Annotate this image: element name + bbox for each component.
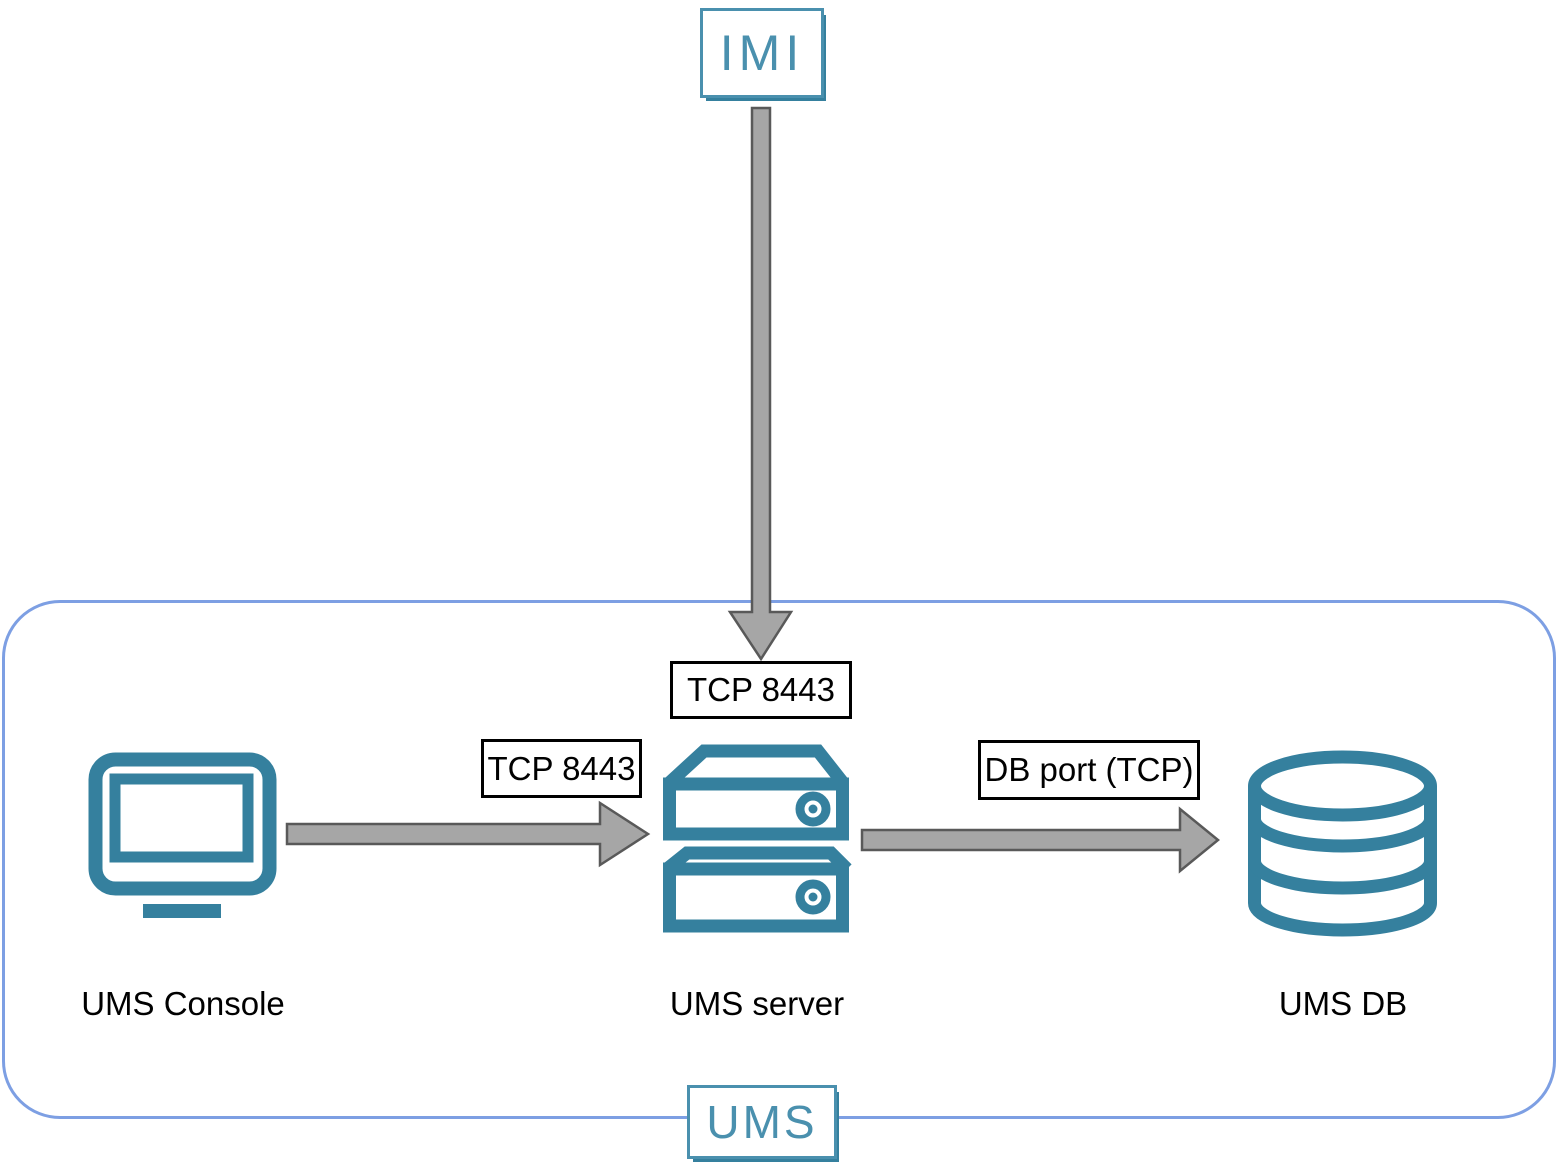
imi-node-label: IMI [719,25,805,81]
port-label-console-server: TCP 8443 [481,739,642,798]
caption-ums-server: UMS server [669,985,845,1022]
port-label-text: TCP 8443 [687,671,835,708]
caption-ums-db: UMS DB [1278,985,1408,1022]
port-label-text: DB port (TCP) [984,751,1194,788]
port-label-server-db: DB port (TCP) [978,740,1200,800]
caption-ums-console: UMS Console [81,985,285,1022]
port-label-imi-server: TCP 8443 [670,661,852,719]
imi-node: IMI [700,8,824,98]
port-label-text: TCP 8443 [487,749,636,787]
ums-zone-label: UMS [687,1085,837,1159]
arrow-down-icon [727,106,794,662]
ums-zone-label-text: UMS [706,1096,818,1148]
